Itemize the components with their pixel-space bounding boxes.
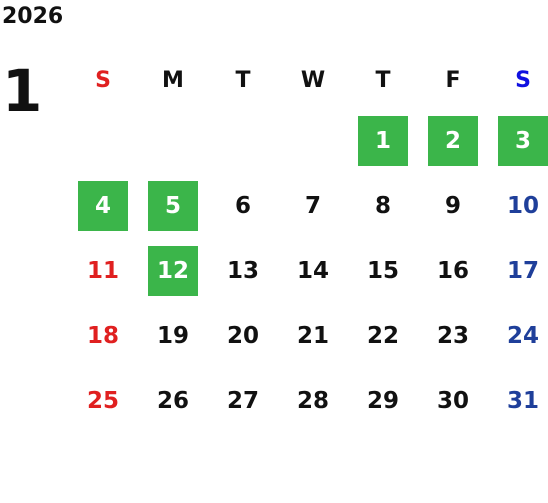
day-cell-26[interactable]: 26 — [138, 368, 208, 433]
day-cell-5[interactable]: 5 — [138, 173, 208, 238]
day-cell-30[interactable]: 30 — [418, 368, 488, 433]
day-cell-11[interactable]: 11 — [68, 238, 138, 303]
day-number: 27 — [226, 387, 259, 414]
day-number: 5 — [148, 180, 198, 231]
empty-day-cell — [68, 108, 138, 173]
day-cell-21[interactable]: 21 — [278, 303, 348, 368]
day-number: 10 — [506, 192, 539, 219]
day-cell-2[interactable]: 2 — [418, 108, 488, 173]
day-cell-27[interactable]: 27 — [208, 368, 278, 433]
day-cell-31[interactable]: 31 — [488, 368, 548, 433]
day-cell-29[interactable]: 29 — [348, 368, 418, 433]
day-number: 12 — [148, 245, 198, 296]
weekday-header-monday: M — [162, 67, 184, 93]
day-cell-8[interactable]: 8 — [348, 173, 418, 238]
day-number: 19 — [156, 322, 189, 349]
day-number: 22 — [366, 322, 399, 349]
day-number: 11 — [86, 257, 119, 284]
day-cell-14[interactable]: 14 — [278, 238, 348, 303]
day-number: 8 — [374, 192, 391, 219]
day-number: 28 — [296, 387, 329, 414]
empty-day-cell — [278, 108, 348, 173]
day-cell-22[interactable]: 22 — [348, 303, 418, 368]
day-cell-28[interactable]: 28 — [278, 368, 348, 433]
day-number: 16 — [436, 257, 469, 284]
day-number: 29 — [366, 387, 399, 414]
day-number: 18 — [86, 322, 119, 349]
month-number: 1 — [2, 57, 43, 125]
weekday-header-sunday: S — [95, 67, 111, 93]
day-cell-10[interactable]: 10 — [488, 173, 548, 238]
day-cell-16[interactable]: 16 — [418, 238, 488, 303]
day-number: 15 — [366, 257, 399, 284]
day-number: 24 — [506, 322, 539, 349]
empty-day-cell — [208, 108, 278, 173]
day-cell-18[interactable]: 18 — [68, 303, 138, 368]
day-number: 7 — [304, 192, 321, 219]
day-number: 2 — [428, 115, 478, 166]
year-label: 2026 — [2, 4, 64, 29]
weekday-header-wednesday: W — [300, 67, 326, 93]
day-cell-6[interactable]: 6 — [208, 173, 278, 238]
day-cell-17[interactable]: 17 — [488, 238, 548, 303]
empty-day-cell — [138, 108, 208, 173]
day-number: 26 — [156, 387, 189, 414]
day-cell-12[interactable]: 12 — [138, 238, 208, 303]
day-number: 21 — [296, 322, 329, 349]
day-cell-24[interactable]: 24 — [488, 303, 548, 368]
day-number: 6 — [234, 192, 251, 219]
day-cell-19[interactable]: 19 — [138, 303, 208, 368]
weekday-header-tuesday: T — [235, 67, 251, 93]
day-number: 1 — [358, 115, 408, 166]
day-number: 25 — [86, 387, 119, 414]
day-number: 4 — [78, 180, 128, 231]
day-number: 3 — [498, 115, 548, 166]
day-number: 9 — [444, 192, 461, 219]
day-cell-23[interactable]: 23 — [418, 303, 488, 368]
day-cell-9[interactable]: 9 — [418, 173, 488, 238]
day-cell-25[interactable]: 25 — [68, 368, 138, 433]
day-cell-13[interactable]: 13 — [208, 238, 278, 303]
day-cell-20[interactable]: 20 — [208, 303, 278, 368]
day-cell-15[interactable]: 15 — [348, 238, 418, 303]
day-cell-1[interactable]: 1 — [348, 108, 418, 173]
day-number: 17 — [506, 257, 539, 284]
day-cell-7[interactable]: 7 — [278, 173, 348, 238]
weekday-header-saturday: S — [515, 67, 531, 93]
day-number: 31 — [506, 387, 539, 414]
day-number: 23 — [436, 322, 469, 349]
day-number: 13 — [226, 257, 259, 284]
day-number: 20 — [226, 322, 259, 349]
day-cell-3[interactable]: 3 — [488, 108, 548, 173]
weekday-header-friday: F — [445, 67, 461, 93]
day-number: 30 — [436, 387, 469, 414]
day-number: 14 — [296, 257, 329, 284]
weekday-header-thursday: T — [375, 67, 391, 93]
day-cell-4[interactable]: 4 — [68, 173, 138, 238]
